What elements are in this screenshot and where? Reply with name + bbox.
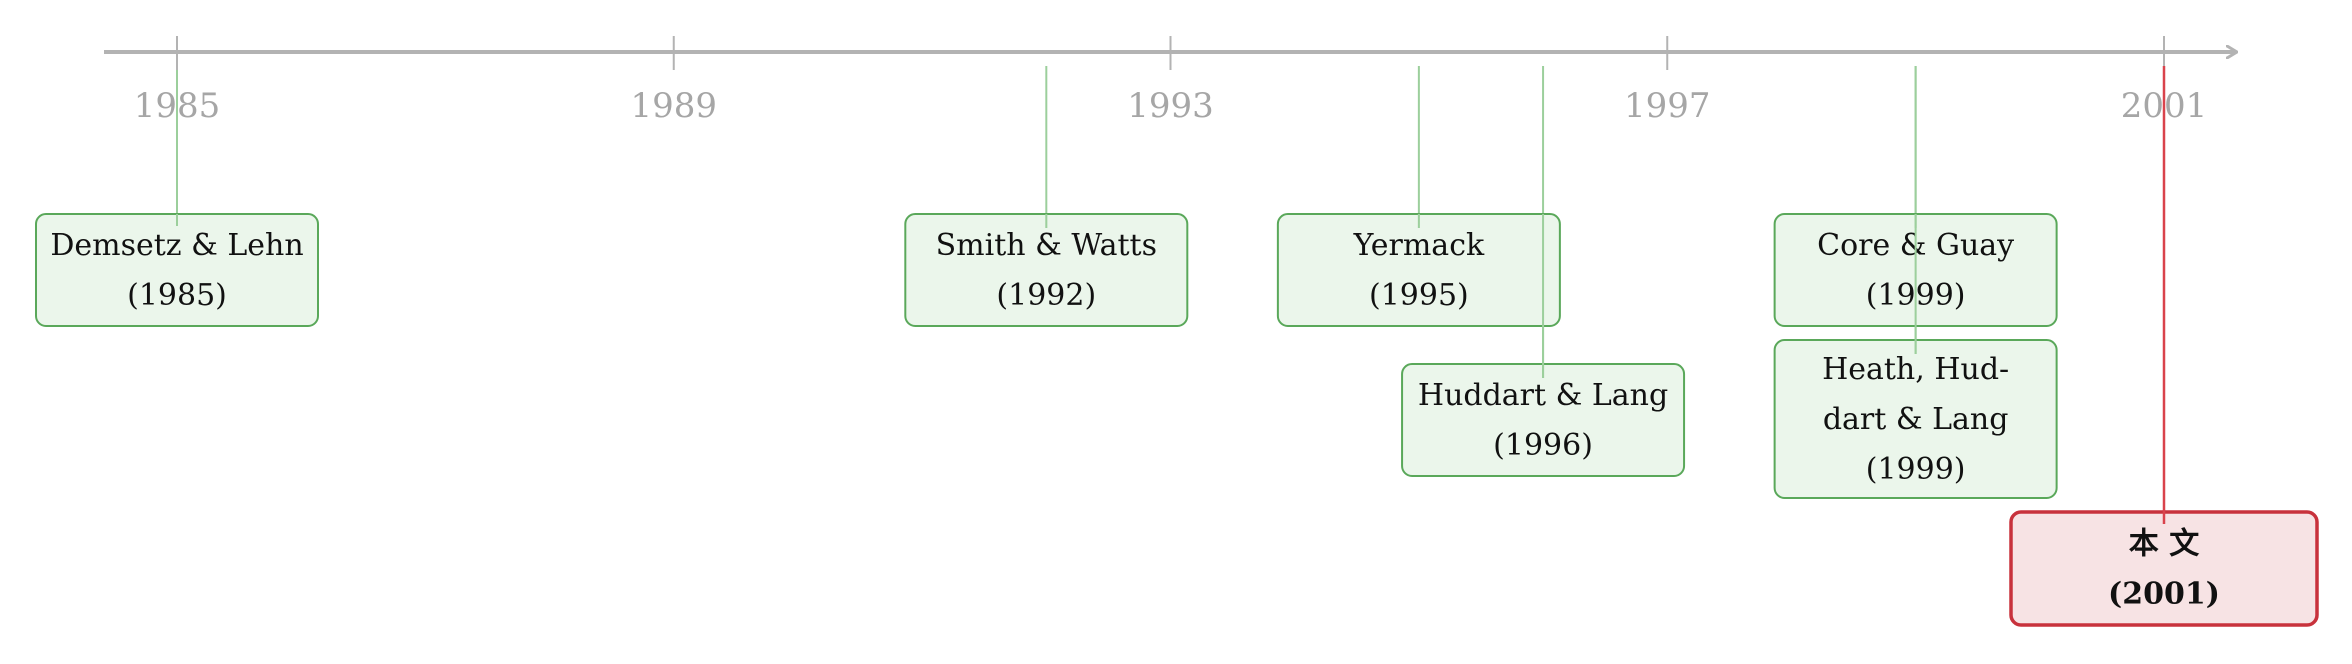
event-box-text-line: (1995) bbox=[1369, 278, 1469, 313]
event-box-text-line: Smith & Watts bbox=[936, 228, 1157, 263]
event-box: Demsetz & Lehn (1985) bbox=[35, 213, 319, 327]
event-boxes: Demsetz & Lehn (1985) Smith & Watts (1992) Y… bbox=[35, 66, 2319, 627]
axis-tick-label: 1989 bbox=[630, 86, 717, 126]
axis-tick-label: 1997 bbox=[1624, 86, 1711, 126]
event-box: Huddart & Lang (1996) bbox=[1401, 363, 1686, 477]
event-box-text-line: (1985) bbox=[127, 278, 227, 313]
event-box: Smith & Watts (1992) bbox=[904, 213, 1189, 327]
event-box-text-line: dart & Lang bbox=[1823, 402, 2009, 437]
event-box-text-line: (2001) bbox=[2108, 577, 2220, 612]
event-box-current-work: 本 文 (2001) bbox=[2009, 510, 2319, 627]
event-box: Yermack (1995) bbox=[1276, 213, 1561, 327]
event-box-text-line: Heath, Hud- bbox=[1822, 352, 2009, 387]
axis-tick-label: 1985 bbox=[134, 86, 221, 126]
event-box-text-line: 本 文 bbox=[2129, 527, 2199, 562]
event-box-text-line: Demsetz & Lehn bbox=[50, 228, 303, 263]
axis-tick-label: 1993 bbox=[1127, 86, 1214, 126]
event-box-text-line: (1996) bbox=[1493, 428, 1593, 463]
event-box: Heath, Hud-dart & Lang (1999) bbox=[1773, 339, 2058, 499]
event-box-text-line: Huddart & Lang bbox=[1418, 378, 1668, 413]
event-box-text-line: (1999) bbox=[1866, 452, 1966, 487]
event-box-text-line: Yermack bbox=[1353, 228, 1485, 263]
event-box-text-line: (1992) bbox=[996, 278, 1096, 313]
